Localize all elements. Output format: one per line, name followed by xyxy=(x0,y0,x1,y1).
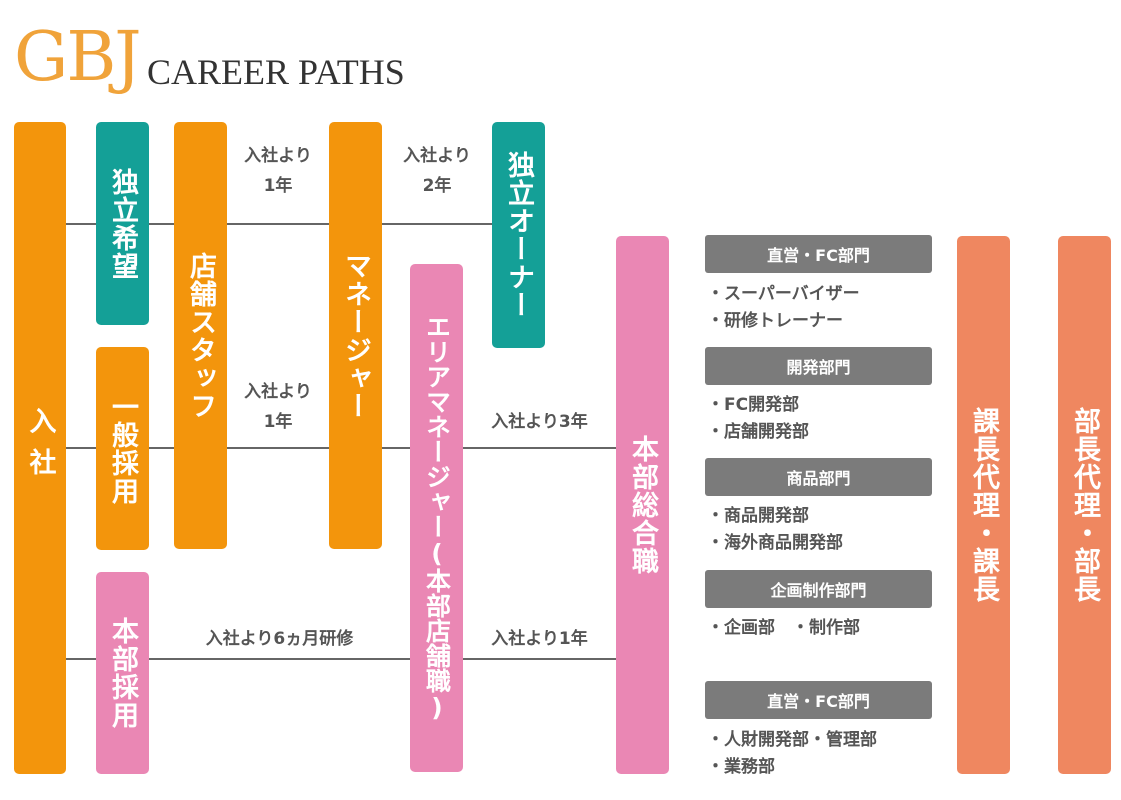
independent-owner-box: 独立オーナー xyxy=(492,122,545,348)
store-staff-label: 店舗スタッフ xyxy=(185,251,216,420)
department-head-label: 部長代理・部長 xyxy=(1069,407,1100,603)
dept-item: ・店舗開発部 xyxy=(707,422,809,442)
label-hq-training: 入社より6ヵ月研修 xyxy=(205,629,354,649)
independent-owner-label: 独立オーナー xyxy=(503,151,534,319)
connector-row-3 xyxy=(66,658,616,660)
entry-label: 入社 xyxy=(24,407,56,489)
label-area-to-general-3y: 入社より3年 xyxy=(491,412,588,432)
section-chief-box: 課長代理・課長 xyxy=(957,236,1010,774)
dept-item: ・FC開発部 xyxy=(707,395,800,415)
hq-general-box: 本部総合職 xyxy=(616,236,669,774)
gbj-logo: GBJ xyxy=(14,18,142,97)
general-hire-box: 一般採用 xyxy=(96,347,149,550)
dept-item: ・研修トレーナー xyxy=(707,311,843,331)
label-area-to-general-1y: 入社より1年 xyxy=(491,629,588,649)
dept-direct-fc-2-header: 直営・FC部門 xyxy=(705,681,932,719)
dept-item: ・海外商品開発部 xyxy=(707,533,843,553)
dept-item: ・企画部 ・制作部 xyxy=(707,618,860,638)
dept-item: ・人財開発部・管理部 xyxy=(707,730,877,750)
label-manager-to-owner: 入社より 2年 xyxy=(403,146,471,196)
manager-box: マネージャー xyxy=(329,122,382,549)
label-staff-to-manager-top: 入社より 1年 xyxy=(244,146,312,196)
general-hire-label: 一般採用 xyxy=(107,392,138,505)
independence-hope-label: 独立希望 xyxy=(107,167,138,280)
dept-planning-header: 企画制作部門 xyxy=(705,570,932,608)
hq-general-label: 本部総合職 xyxy=(627,435,658,575)
dept-item: ・商品開発部 xyxy=(707,506,809,526)
entry-box: 入社 xyxy=(14,122,66,774)
area-manager-box: エリアマネージャー(本部店舗職) xyxy=(410,264,463,772)
dept-development-header: 開発部門 xyxy=(705,347,932,385)
dept-item: ・業務部 xyxy=(707,757,775,777)
dept-products-items: ・商品開発部 ・海外商品開発部 xyxy=(707,503,947,557)
dept-direct-fc-2-items: ・人財開発部・管理部 ・業務部 xyxy=(707,727,947,781)
dept-products-header: 商品部門 xyxy=(705,458,932,496)
page-subtitle: CAREER PATHS xyxy=(147,52,405,92)
connector-row-1 xyxy=(66,223,492,225)
store-staff-box: 店舗スタッフ xyxy=(174,122,227,549)
manager-label: マネージャー xyxy=(340,251,371,420)
hq-hire-label: 本部採用 xyxy=(107,617,138,729)
dept-development-items: ・FC開発部 ・店舗開発部 xyxy=(707,392,947,446)
hq-hire-box: 本部採用 xyxy=(96,572,149,774)
dept-direct-fc-1-header: 直営・FC部門 xyxy=(705,235,932,273)
area-manager-label: エリアマネージャー(本部店舗職) xyxy=(422,314,452,722)
dept-direct-fc-1-items: ・スーパーバイザー ・研修トレーナー xyxy=(707,281,947,335)
section-chief-label: 課長代理・課長 xyxy=(968,407,999,603)
department-head-box: 部長代理・部長 xyxy=(1058,236,1111,774)
dept-planning-items: ・企画部 ・制作部 xyxy=(707,615,947,642)
independence-hope-box: 独立希望 xyxy=(96,122,149,325)
label-staff-to-manager-mid: 入社より 1年 xyxy=(244,382,312,432)
dept-item: ・スーパーバイザー xyxy=(707,284,860,304)
